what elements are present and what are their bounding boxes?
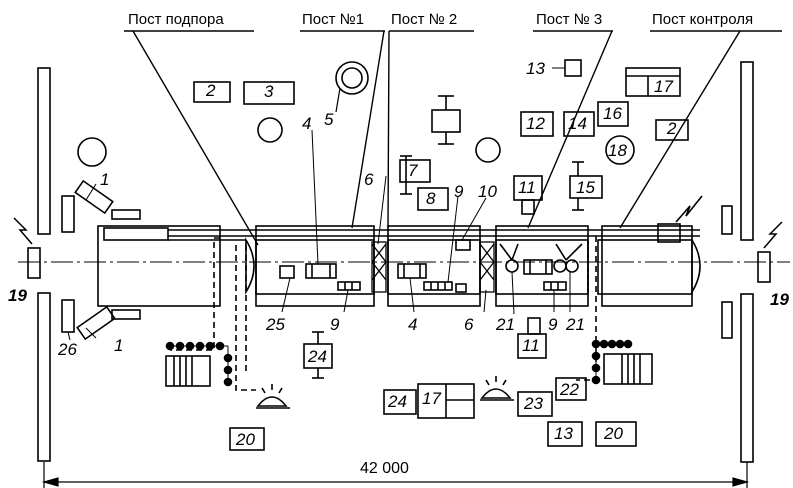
label-14: 14 xyxy=(568,114,587,133)
label-8: 8 xyxy=(426,189,436,208)
label-15: 15 xyxy=(576,178,595,197)
label-6-top: 6 xyxy=(364,170,374,189)
label-26: 26 xyxy=(58,340,77,359)
label-5: 5 xyxy=(324,110,334,129)
label-2-left: 2 xyxy=(206,81,216,100)
post-label-1: Пост №1 xyxy=(302,11,365,28)
label-17-bottom: 17 xyxy=(422,389,441,408)
label-9-b: 9 xyxy=(454,182,464,201)
label-1-bottom: 1 xyxy=(114,336,124,355)
entry-equipment-right xyxy=(721,205,783,339)
label-13-bottom: 13 xyxy=(554,424,573,443)
label-11-bottom: 11 xyxy=(522,336,540,355)
label-7: 7 xyxy=(408,161,418,180)
post-label-2: Пост № 2 xyxy=(391,11,458,28)
label-3: 3 xyxy=(264,82,274,101)
label-19-left: 19 xyxy=(8,286,27,305)
label-2-right: 2 xyxy=(667,119,677,138)
post-label-kontrol: Пост контроля xyxy=(652,11,754,28)
label-22: 22 xyxy=(560,380,579,399)
left-wall xyxy=(37,67,51,462)
label-4-top: 4 xyxy=(302,114,312,133)
label-12: 12 xyxy=(526,114,545,133)
post-label-3: Пост № 3 xyxy=(536,11,603,28)
dimension-value: 42 000 xyxy=(360,460,409,477)
label-9-a: 9 xyxy=(330,315,340,334)
label-25: 25 xyxy=(266,315,285,334)
label-19-right: 19 xyxy=(770,290,789,309)
label-20-right: 20 xyxy=(604,424,623,443)
callout-leaders xyxy=(67,67,571,341)
lower-machines xyxy=(165,317,653,451)
label-13-top: 13 xyxy=(526,59,545,78)
label-6-bottom: 6 xyxy=(464,315,474,334)
label-24-left: 24 xyxy=(308,347,327,366)
upper-machines xyxy=(77,59,689,215)
label-21-b: 21 xyxy=(566,315,585,334)
entry-equipment-left xyxy=(13,179,141,341)
label-24-right: 24 xyxy=(388,392,407,411)
label-10: 10 xyxy=(478,182,497,201)
post-label-podpora: Пост подпора xyxy=(128,11,224,28)
label-18: 18 xyxy=(608,141,627,160)
label-9-c: 9 xyxy=(548,315,558,334)
label-23: 23 xyxy=(524,394,543,413)
dimension-line xyxy=(41,462,750,488)
label-20-left: 20 xyxy=(236,430,255,449)
label-11-top: 11 xyxy=(518,178,536,197)
main-conveyor xyxy=(97,195,703,391)
label-17-top: 17 xyxy=(654,77,673,96)
label-1-top: 1 xyxy=(100,170,110,189)
label-16: 16 xyxy=(603,104,622,123)
label-21-a: 21 xyxy=(496,315,515,334)
post-headers xyxy=(124,30,782,246)
label-4-bottom: 4 xyxy=(408,315,418,334)
